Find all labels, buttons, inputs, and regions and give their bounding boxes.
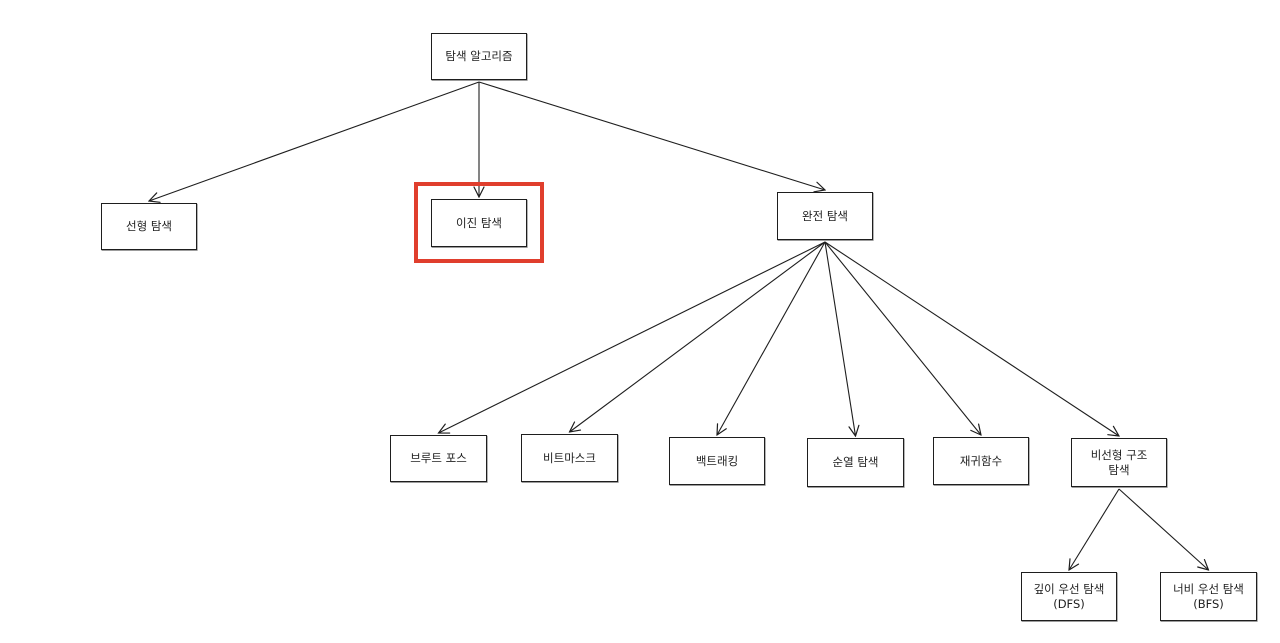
edge-root-to-linear	[149, 81, 480, 201]
node-brute-force[interactable]: 브루트 포스	[390, 435, 487, 482]
node-search-algorithm[interactable]: 탐색 알고리즘	[431, 33, 527, 80]
edges-layer	[149, 81, 1209, 570]
edge-complete-to-perm	[824, 241, 856, 436]
edge-complete-to-bitmask	[570, 241, 826, 432]
edge-complete-to-nonlinear	[824, 241, 1119, 436]
edge-nonlinear-to-bfs	[1118, 488, 1209, 570]
node-bitmask[interactable]: 비트마스크	[521, 434, 618, 482]
node-permutation-search[interactable]: 순열 탐색	[807, 438, 904, 487]
node-binary-search[interactable]: 이진 탐색	[431, 199, 527, 247]
node-breadth-first-search[interactable]: 너비 우선 탐색 (BFS)	[1160, 572, 1257, 621]
node-nonlinear-structure-search[interactable]: 비선형 구조 탐색	[1071, 438, 1167, 487]
node-backtracking[interactable]: 백트래킹	[669, 437, 765, 485]
edge-complete-to-brute	[439, 241, 826, 433]
node-exhaustive-search[interactable]: 완전 탐색	[777, 192, 873, 240]
node-depth-first-search[interactable]: 깊이 우선 탐색 (DFS)	[1021, 572, 1117, 621]
edge-nonlinear-to-dfs	[1069, 488, 1120, 570]
edge-root-to-complete	[478, 81, 825, 190]
edge-complete-to-backtrack	[717, 241, 826, 435]
edge-complete-to-recursion	[824, 241, 981, 435]
node-linear-search[interactable]: 선형 탐색	[101, 203, 197, 250]
binary-search-highlight-frame	[414, 182, 544, 263]
node-recursive-function[interactable]: 재귀함수	[933, 437, 1029, 485]
